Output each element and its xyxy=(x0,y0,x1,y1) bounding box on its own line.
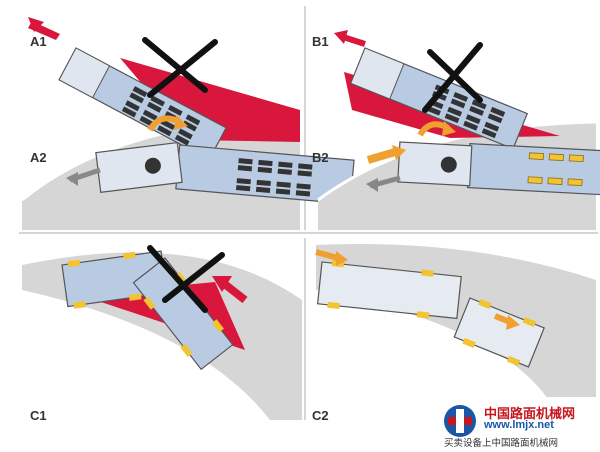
site-tagline: 买卖设备上中国路面机械网 xyxy=(444,438,559,449)
site-logo xyxy=(444,405,476,437)
panel-label-c2: C2 xyxy=(312,408,329,423)
rear-vehicle-c2 xyxy=(453,297,545,368)
push-arrow xyxy=(366,148,397,164)
panel-c2 xyxy=(310,241,596,420)
front-vehicle-a1 xyxy=(58,47,227,161)
front-vehicle-b1 xyxy=(349,47,529,150)
forward-arrow xyxy=(315,249,339,261)
vehicle-b2 xyxy=(397,141,600,198)
x-mark xyxy=(142,37,218,98)
panel-label-b2: B2 xyxy=(312,150,329,165)
panel-a xyxy=(21,17,355,230)
x-mark xyxy=(147,245,225,313)
watermark: 中国路面机械网 www.lmjx.net 买卖设备上中国路面机械网 xyxy=(440,397,600,449)
panel-label-a1: A1 xyxy=(30,34,47,49)
panel-b xyxy=(317,30,600,230)
x-mark xyxy=(422,42,483,113)
front-vehicle-c2 xyxy=(316,260,462,320)
panel-label-b1: B1 xyxy=(312,34,329,49)
site-name: 中国路面机械网 xyxy=(484,407,576,422)
panel-label-c1: C1 xyxy=(30,408,47,423)
panel-label-a2: A2 xyxy=(30,150,47,165)
site-url: www.lmjx.net xyxy=(484,419,554,431)
panel-c1 xyxy=(22,245,302,420)
vehicle-a2 xyxy=(95,141,355,205)
